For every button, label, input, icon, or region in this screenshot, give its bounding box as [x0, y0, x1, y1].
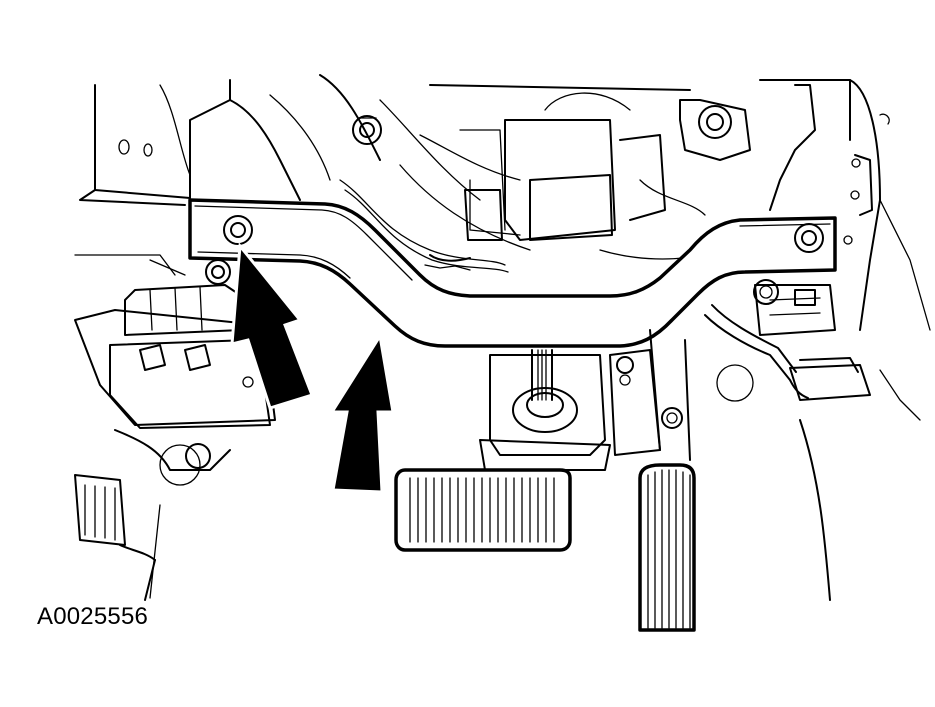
right-connector-assembly — [619, 279, 871, 402]
accelerator-pedal-assembly — [609, 329, 696, 632]
wiring-harness — [339, 179, 509, 273]
dash-structure — [79, 74, 931, 331]
lower-right-panel — [799, 369, 921, 601]
brake-pedal-assembly — [394, 349, 611, 552]
steering-column-module — [399, 92, 711, 260]
upper-mounting-bolts — [352, 99, 751, 161]
callout-arrow-center — [329, 331, 395, 494]
callout-arrow-left — [230, 242, 314, 410]
support-bracket — [188, 198, 837, 348]
identifier-leader-line — [149, 504, 161, 599]
figure-identifier: A0025556 — [37, 603, 149, 630]
lower-left-bolt — [205, 259, 231, 285]
